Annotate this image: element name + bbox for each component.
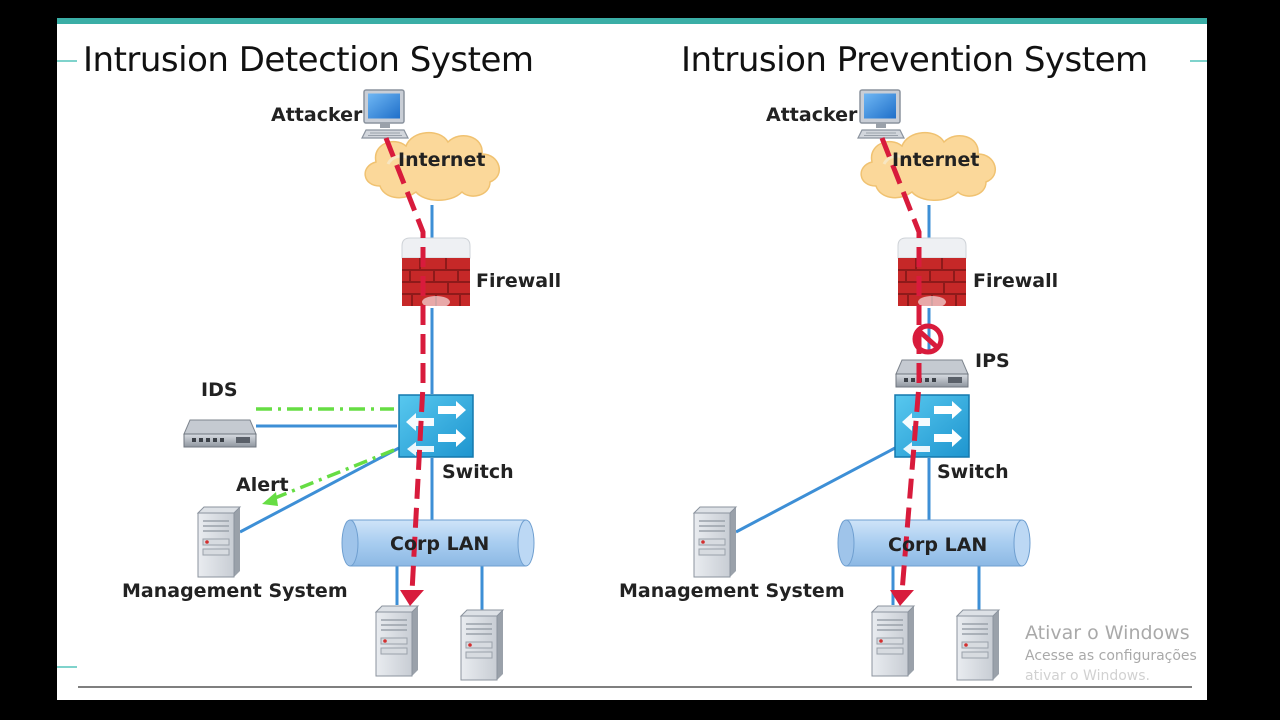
switch-icon — [894, 394, 970, 458]
ids-label: IDS — [201, 379, 238, 401]
management-system-label: Management System — [122, 580, 348, 602]
attack-path — [879, 137, 922, 593]
alert-arrowhead — [262, 492, 278, 506]
accent-tick-bottom-left — [57, 666, 77, 668]
link-mgmt-switch — [239, 446, 400, 534]
watermark-line-2: Acesse as configurações — [1025, 648, 1197, 664]
alert-path — [269, 448, 395, 502]
computer-icon — [361, 89, 409, 139]
slide: Intrusion Detection System Intrusion Pre… — [57, 18, 1207, 700]
ips-title: Intrusion Prevention System — [681, 40, 1148, 80]
watermark-line-3: ativar o Windows. — [1025, 668, 1150, 684]
server-icon — [197, 506, 241, 578]
attacker-label: Attacker — [766, 104, 858, 126]
attack-arrowhead — [890, 590, 914, 606]
alert-label: Alert — [236, 474, 289, 496]
attack-path — [383, 137, 426, 593]
accent-bar-top — [57, 18, 1207, 24]
ips-label: IPS — [975, 350, 1010, 372]
network-diagram — [57, 18, 1207, 688]
switch-icon — [398, 394, 474, 458]
firewall-icon — [897, 237, 967, 308]
server-icon — [375, 605, 419, 677]
server-icon — [693, 506, 737, 578]
windows-activation-watermark: Ativar o Windows Acesse as configurações… — [1025, 622, 1197, 684]
server-icon — [460, 609, 504, 681]
computer-icon — [857, 89, 905, 139]
server-icon — [871, 605, 915, 677]
switch-label: Switch — [937, 461, 1009, 483]
corp-lan-icon — [341, 519, 535, 567]
link-mgmt-switch — [735, 446, 896, 534]
ips-panel — [693, 89, 1031, 681]
accent-tick-right — [1190, 60, 1207, 62]
firewall-label: Firewall — [973, 270, 1059, 292]
switch-label: Switch — [442, 461, 514, 483]
ids-title: Intrusion Detection System — [83, 40, 534, 80]
watermark-line-1: Ativar o Windows — [1025, 622, 1190, 644]
corp-lan-icon — [837, 519, 1031, 567]
firewall-icon — [401, 237, 471, 308]
corp-lan-label: Corp LAN — [888, 534, 988, 556]
block-icon — [912, 323, 944, 355]
ids-panel — [183, 89, 535, 681]
internet-label: Internet — [398, 149, 486, 171]
attacker-label: Attacker — [271, 104, 363, 126]
accent-tick-left — [57, 60, 77, 62]
network-appliance-icon — [895, 359, 969, 388]
attack-arrowhead — [400, 590, 424, 606]
internet-label: Internet — [892, 149, 980, 171]
management-system-label: Management System — [619, 580, 845, 602]
network-appliance-icon — [183, 419, 257, 448]
firewall-label: Firewall — [476, 270, 562, 292]
corp-lan-label: Corp LAN — [390, 533, 490, 555]
server-icon — [956, 609, 1000, 681]
